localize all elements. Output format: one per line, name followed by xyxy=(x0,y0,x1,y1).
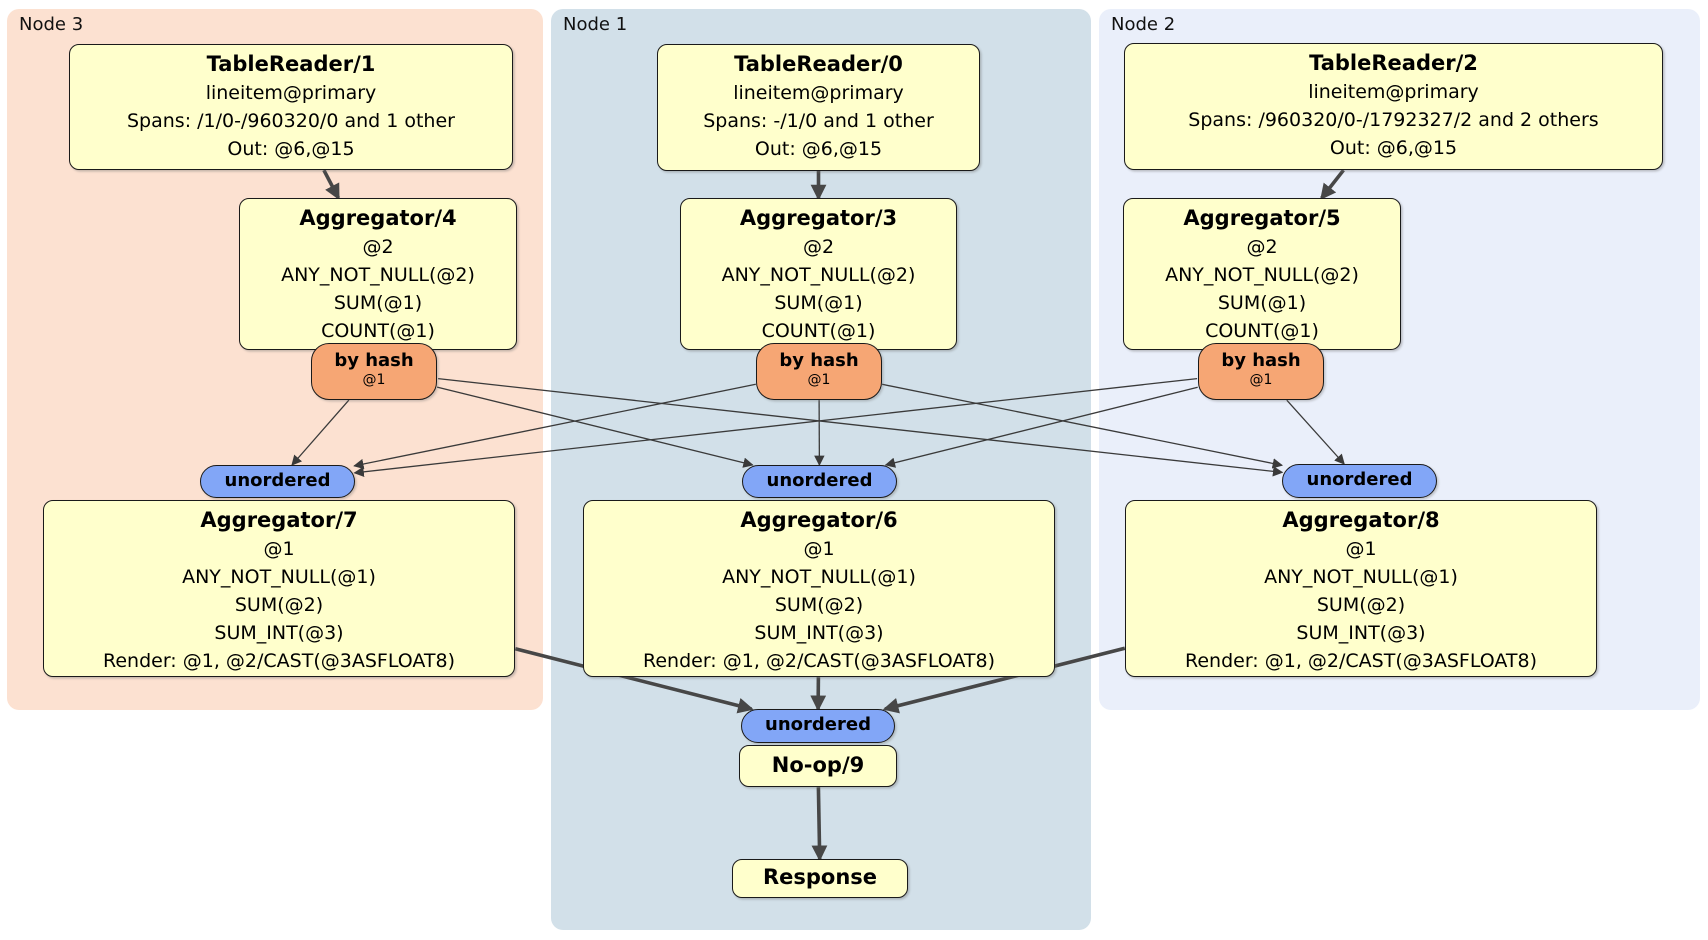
node-detail: SUM_INT(@3) xyxy=(1296,622,1426,644)
node-detail: SUM_INT(@3) xyxy=(754,622,884,644)
node-detail: ANY_NOT_NULL(@2) xyxy=(1165,264,1359,286)
region-label: Node 2 xyxy=(1111,14,1176,35)
node-detail: @1 xyxy=(803,538,835,560)
node-detail: lineitem@primary xyxy=(205,82,377,104)
node-detail: lineitem@primary xyxy=(733,82,904,104)
router-label: by hash xyxy=(779,350,859,371)
node-aggregator-7: Aggregator/7 @1 ANY_NOT_NULL(@1) SUM(@2)… xyxy=(43,500,515,677)
node-detail: @1 xyxy=(263,538,295,560)
node-title: No-op/9 xyxy=(771,753,865,777)
stream-label: unordered xyxy=(765,714,871,735)
node-detail: SUM(@2) xyxy=(1316,594,1406,616)
node-detail: lineitem@primary xyxy=(1308,81,1479,103)
node-detail: ANY_NOT_NULL(@2) xyxy=(281,264,475,286)
node-detail: COUNT(@1) xyxy=(1205,320,1319,342)
node-detail: SUM(@2) xyxy=(234,594,324,616)
node-detail: ANY_NOT_NULL(@2) xyxy=(721,264,916,286)
node-detail: Render: @1, @2/CAST(@3ASFLOAT8) xyxy=(1185,650,1537,672)
stream-unordered-final: unordered xyxy=(741,709,895,743)
node-detail: SUM(@1) xyxy=(774,292,863,314)
node-detail: ANY_NOT_NULL(@1) xyxy=(1264,566,1458,588)
node-detail: @2 xyxy=(362,236,394,258)
node-detail: Spans: -/1/0 and 1 other xyxy=(703,110,934,132)
router-by-hash-node2: by hash @1 xyxy=(1198,343,1324,400)
node-no-op-9: No-op/9 xyxy=(739,745,897,787)
node-title: Aggregator/5 xyxy=(1183,206,1341,230)
router-key: @1 xyxy=(807,372,831,388)
node-aggregator-5: Aggregator/5 @2 ANY_NOT_NULL(@2) SUM(@1)… xyxy=(1123,198,1401,350)
router-by-hash-node3: by hash @1 xyxy=(311,343,437,400)
router-label: by hash xyxy=(1221,350,1301,371)
stream-unordered-node3: unordered xyxy=(200,465,355,498)
node-aggregator-4: Aggregator/4 @2 ANY_NOT_NULL(@2) SUM(@1)… xyxy=(239,198,517,350)
router-key: @1 xyxy=(362,372,386,388)
node-detail: COUNT(@1) xyxy=(761,320,876,342)
node-detail: Render: @1, @2/CAST(@3ASFLOAT8) xyxy=(103,650,455,672)
node-detail: SUM(@1) xyxy=(1217,292,1307,314)
node-title: TableReader/2 xyxy=(1309,51,1478,75)
stream-label: unordered xyxy=(224,470,331,491)
region-label: Node 3 xyxy=(19,14,84,35)
region-label: Node 1 xyxy=(563,14,628,35)
node-tablereader-2: TableReader/2 lineitem@primary Spans: /9… xyxy=(1124,43,1663,170)
node-detail: ANY_NOT_NULL(@1) xyxy=(182,566,376,588)
node-title: Response xyxy=(762,865,878,889)
node-detail: @2 xyxy=(802,236,835,258)
node-detail: SUM(@1) xyxy=(333,292,423,314)
node-detail: Out: @6,@15 xyxy=(1329,137,1458,159)
node-detail: Spans: /960320/0-/1792327/2 and 2 others xyxy=(1188,109,1599,131)
node-title: Aggregator/7 xyxy=(200,508,358,532)
stream-unordered-node1: unordered xyxy=(742,465,897,498)
node-detail: SUM(@2) xyxy=(774,594,864,616)
stream-label: unordered xyxy=(1306,469,1413,490)
node-title: Aggregator/8 xyxy=(1282,508,1440,532)
node-aggregator-6: Aggregator/6 @1 ANY_NOT_NULL(@1) SUM(@2)… xyxy=(583,500,1055,677)
node-detail: Render: @1, @2/CAST(@3ASFLOAT8) xyxy=(643,650,995,672)
router-by-hash-node1: by hash @1 xyxy=(756,343,882,400)
node-title: TableReader/0 xyxy=(734,52,903,76)
router-key: @1 xyxy=(1249,372,1273,388)
node-detail: @1 xyxy=(1345,538,1377,560)
node-title: TableReader/1 xyxy=(206,52,376,76)
node-detail: SUM_INT(@3) xyxy=(214,622,344,644)
node-title: Aggregator/6 xyxy=(740,508,898,532)
node-title: Aggregator/3 xyxy=(739,206,898,230)
stream-label: unordered xyxy=(766,470,873,491)
node-response: Response xyxy=(732,859,908,898)
node-tablereader-1: TableReader/1 lineitem@primary Spans: /1… xyxy=(69,44,513,170)
node-detail: @2 xyxy=(1246,236,1278,258)
stream-unordered-node2: unordered xyxy=(1282,464,1437,498)
node-title: Aggregator/4 xyxy=(299,206,457,230)
node-aggregator-8: Aggregator/8 @1 ANY_NOT_NULL(@1) SUM(@2)… xyxy=(1125,500,1597,677)
node-detail: Out: @6,@15 xyxy=(754,138,883,160)
node-detail: ANY_NOT_NULL(@1) xyxy=(722,566,916,588)
node-aggregator-3: Aggregator/3 @2 ANY_NOT_NULL(@2) SUM(@1)… xyxy=(680,198,957,350)
node-tablereader-0: TableReader/0 lineitem@primary Spans: -/… xyxy=(657,44,980,171)
router-label: by hash xyxy=(334,350,414,371)
node-detail: Spans: /1/0-/960320/0 and 1 other xyxy=(127,110,455,132)
node-detail: Out: @6,@15 xyxy=(227,138,355,160)
node-detail: COUNT(@1) xyxy=(321,320,435,342)
